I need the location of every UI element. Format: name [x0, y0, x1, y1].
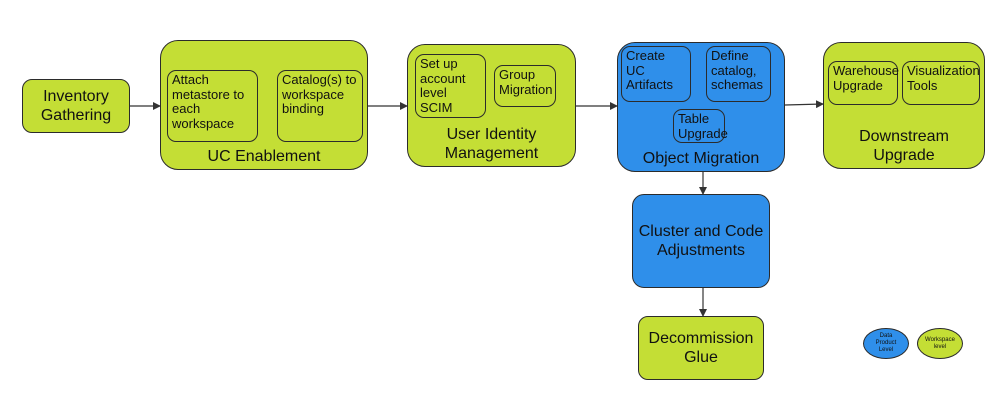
inventory-gathering-node: Inventory Gathering	[22, 79, 130, 133]
cluster-code-adjustments-node: Cluster and Code Adjustments	[632, 194, 770, 288]
decommission-glue-node: Decommission Glue	[638, 316, 764, 380]
legend-workspace-level: Workspace level	[917, 328, 963, 359]
uc-enablement-label: UC Enablement	[207, 148, 321, 165]
table-upgrade-box: Table Upgrade	[673, 109, 728, 143]
user-identity-node: Set up account level SCIM Group Migratio…	[407, 44, 576, 167]
group-migration-box: Group Migration	[494, 65, 556, 107]
catalog-binding-box: Catalog(s) to workspace binding	[277, 70, 363, 142]
define-catalog-schemas-box: Define catalog, schemas	[706, 46, 771, 102]
user-identity-label: User Identity Management	[444, 126, 539, 162]
visualization-tools-box: Visualization Tools	[902, 61, 980, 105]
downstream-upgrade-label: Downstream Upgrade	[859, 128, 949, 164]
object-migration-label: Object Migration	[642, 150, 760, 167]
arrow-object-to-downstream	[784, 100, 824, 109]
object-migration-node: Create UC Artifacts Define catalog, sche…	[617, 42, 785, 172]
uc-enablement-node: Attach metastore to each workspace Catal…	[160, 40, 368, 170]
legend-data-product-level: Data Product Level	[863, 328, 909, 359]
warehouse-upgrade-box: Warehouse Upgrade	[828, 61, 899, 105]
attach-metastore-box: Attach metastore to each workspace	[167, 70, 258, 142]
downstream-upgrade-node: Warehouse Upgrade Visualization Tools Do…	[823, 42, 985, 169]
create-uc-artifacts-box: Create UC Artifacts	[621, 46, 691, 102]
scim-box: Set up account level SCIM	[415, 54, 486, 118]
